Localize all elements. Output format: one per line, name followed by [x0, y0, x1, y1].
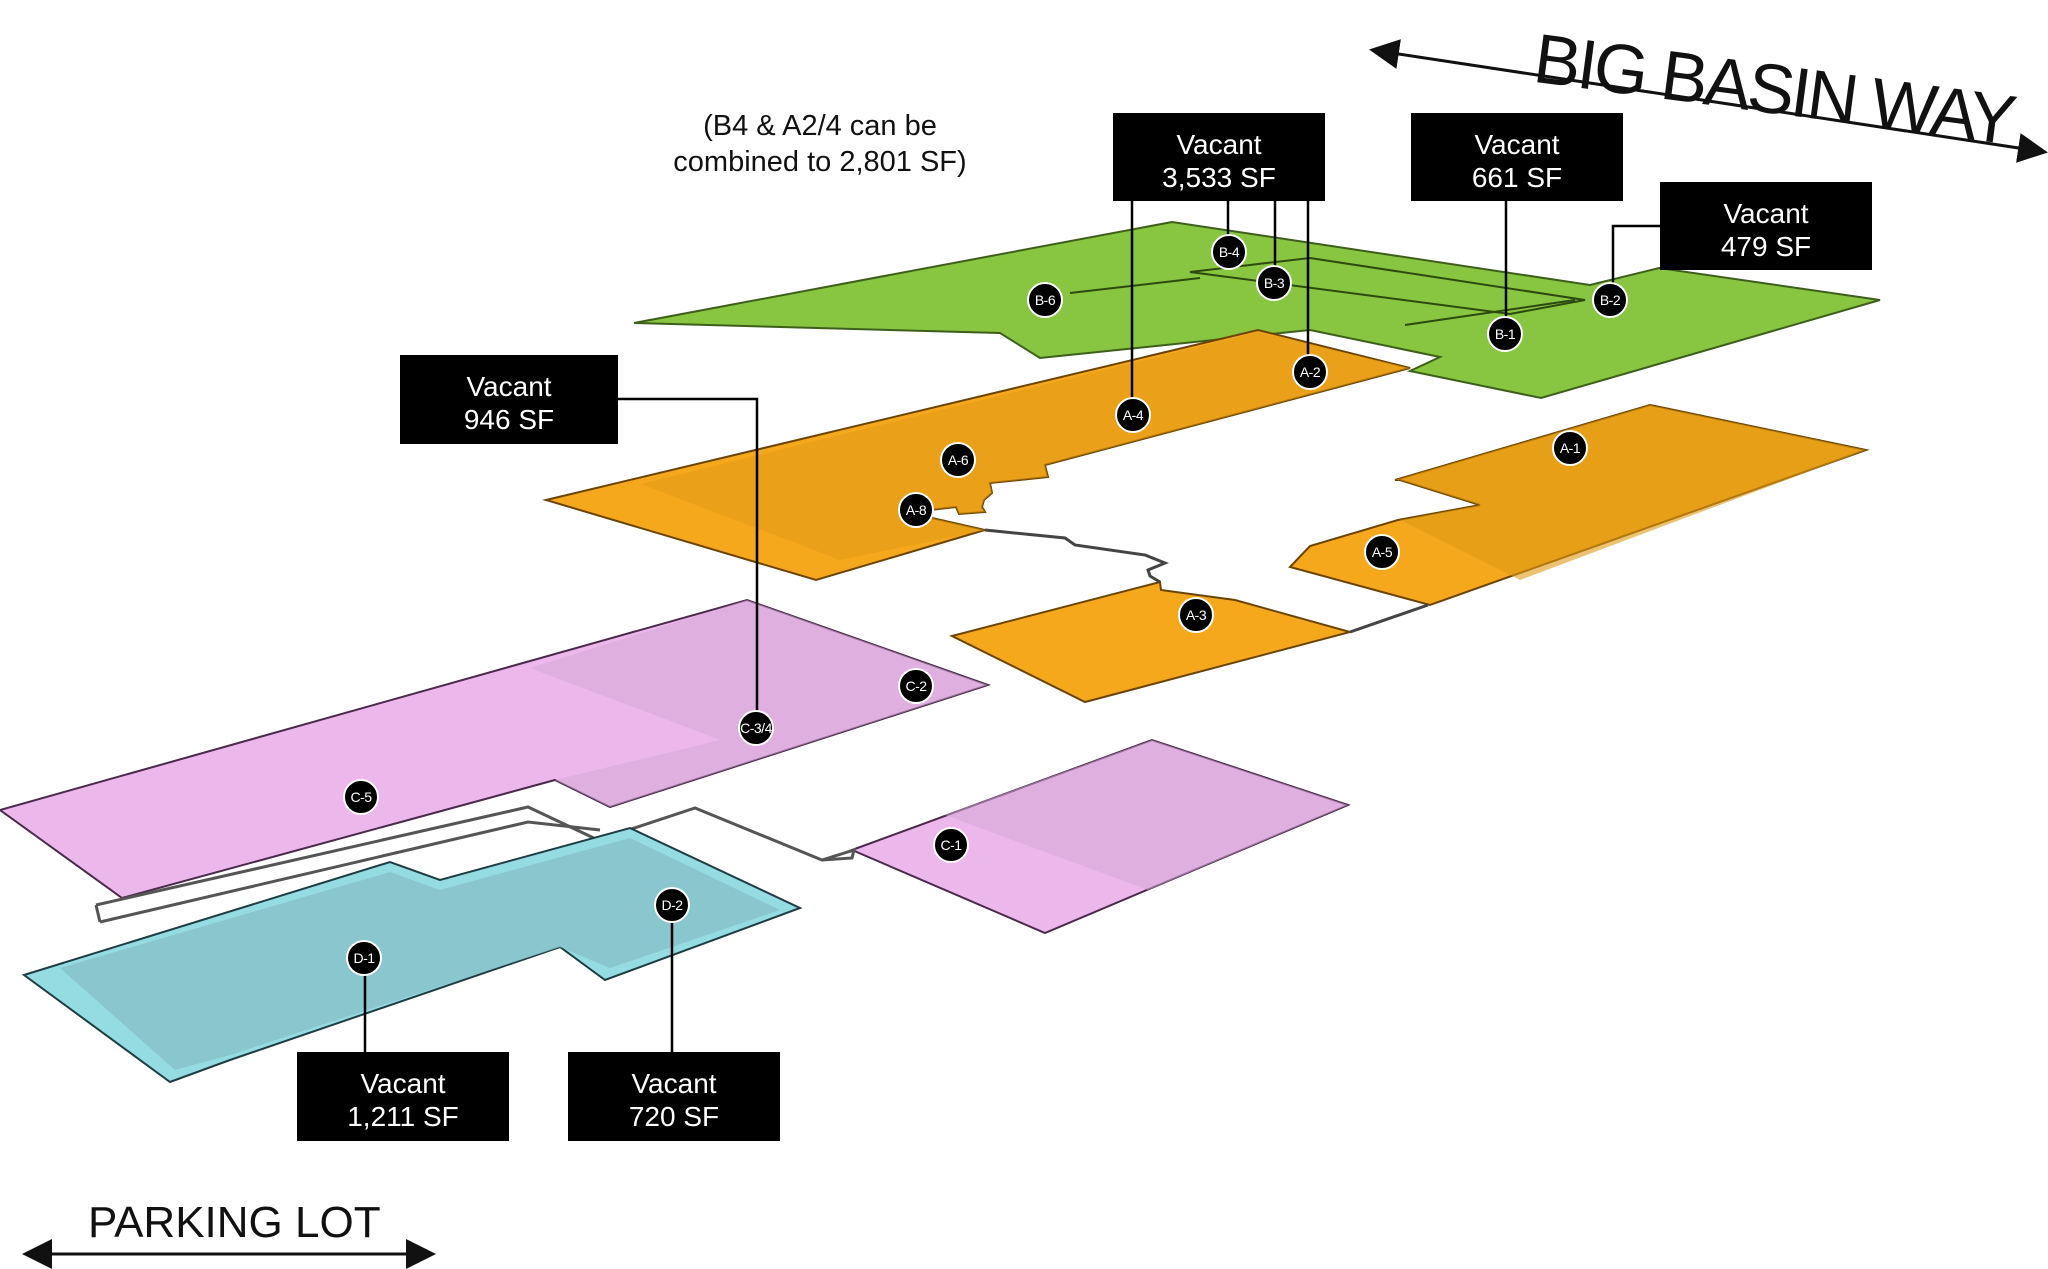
- combination-note: (B4 & A2/4 can be combined to 2,801 SF): [640, 108, 1000, 180]
- callout-vacant-720: Vacant 720 SF: [568, 1052, 780, 1141]
- unit-marker-a-2: A-2: [1292, 354, 1328, 390]
- combination-note-line-1: (B4 & A2/4 can be: [703, 110, 937, 142]
- callout-vacant-661: Vacant 661 SF: [1411, 113, 1623, 201]
- unit-marker-a-5: A-5: [1364, 534, 1400, 570]
- unit-marker-a-4: A-4: [1115, 397, 1151, 433]
- building-d-floor: [21, 805, 857, 1084]
- callout-area: 661 SF: [1471, 162, 1563, 193]
- callout-area: 720 SF: [628, 1101, 720, 1132]
- callout-area: 946 SF: [463, 404, 555, 435]
- unit-marker-b-3: B-3: [1256, 265, 1292, 301]
- callout-area: 1,211 SF: [347, 1101, 459, 1132]
- building-b-floor: [633, 220, 1881, 400]
- callout-vacant-3533: Vacant 3,533 SF: [1113, 113, 1325, 201]
- combination-note-line-2: combined to 2,801 SF): [673, 146, 967, 178]
- building-a-floor: [542, 328, 1870, 704]
- unit-marker-a-3: A-3: [1178, 597, 1214, 633]
- callout-vacant-479: Vacant 479 SF: [1660, 182, 1872, 270]
- unit-marker-b-1: B-1: [1487, 316, 1523, 352]
- unit-marker-c-1: C-1: [933, 827, 969, 863]
- callout-status: Vacant: [1723, 198, 1809, 229]
- leader-lines: [363, 201, 1660, 1052]
- callout-area: 479 SF: [1720, 231, 1812, 262]
- callout-status: Vacant: [360, 1068, 446, 1099]
- unit-marker-a-1: A-1: [1552, 430, 1588, 466]
- street-direction-arrow: [1369, 39, 2048, 163]
- unit-marker-a-6: A-6: [940, 442, 976, 478]
- callout-status: Vacant: [1474, 129, 1560, 160]
- callout-status: Vacant: [466, 371, 552, 402]
- unit-marker-b-2: B-2: [1592, 282, 1628, 318]
- unit-marker-b-4: B-4: [1211, 234, 1247, 270]
- parking-lot-label: PARKING LOT: [88, 1198, 381, 1247]
- unit-marker-c-3-4: C-3/4: [738, 710, 774, 746]
- unit-marker-c-5: C-5: [343, 779, 379, 815]
- unit-marker-b-6: B-6: [1027, 282, 1063, 318]
- callout-area: 3,533 SF: [1162, 162, 1276, 193]
- unit-marker-a-8: A-8: [898, 492, 934, 528]
- unit-marker-d-2: D-2: [654, 887, 690, 923]
- callout-vacant-946: Vacant 946 SF: [400, 355, 618, 444]
- unit-marker-c-2: C-2: [898, 668, 934, 704]
- callout-status: Vacant: [631, 1068, 717, 1099]
- callout-vacant-1211: Vacant 1,211 SF: [297, 1052, 509, 1141]
- callout-status: Vacant: [1176, 129, 1262, 160]
- unit-marker-d-1: D-1: [346, 940, 382, 976]
